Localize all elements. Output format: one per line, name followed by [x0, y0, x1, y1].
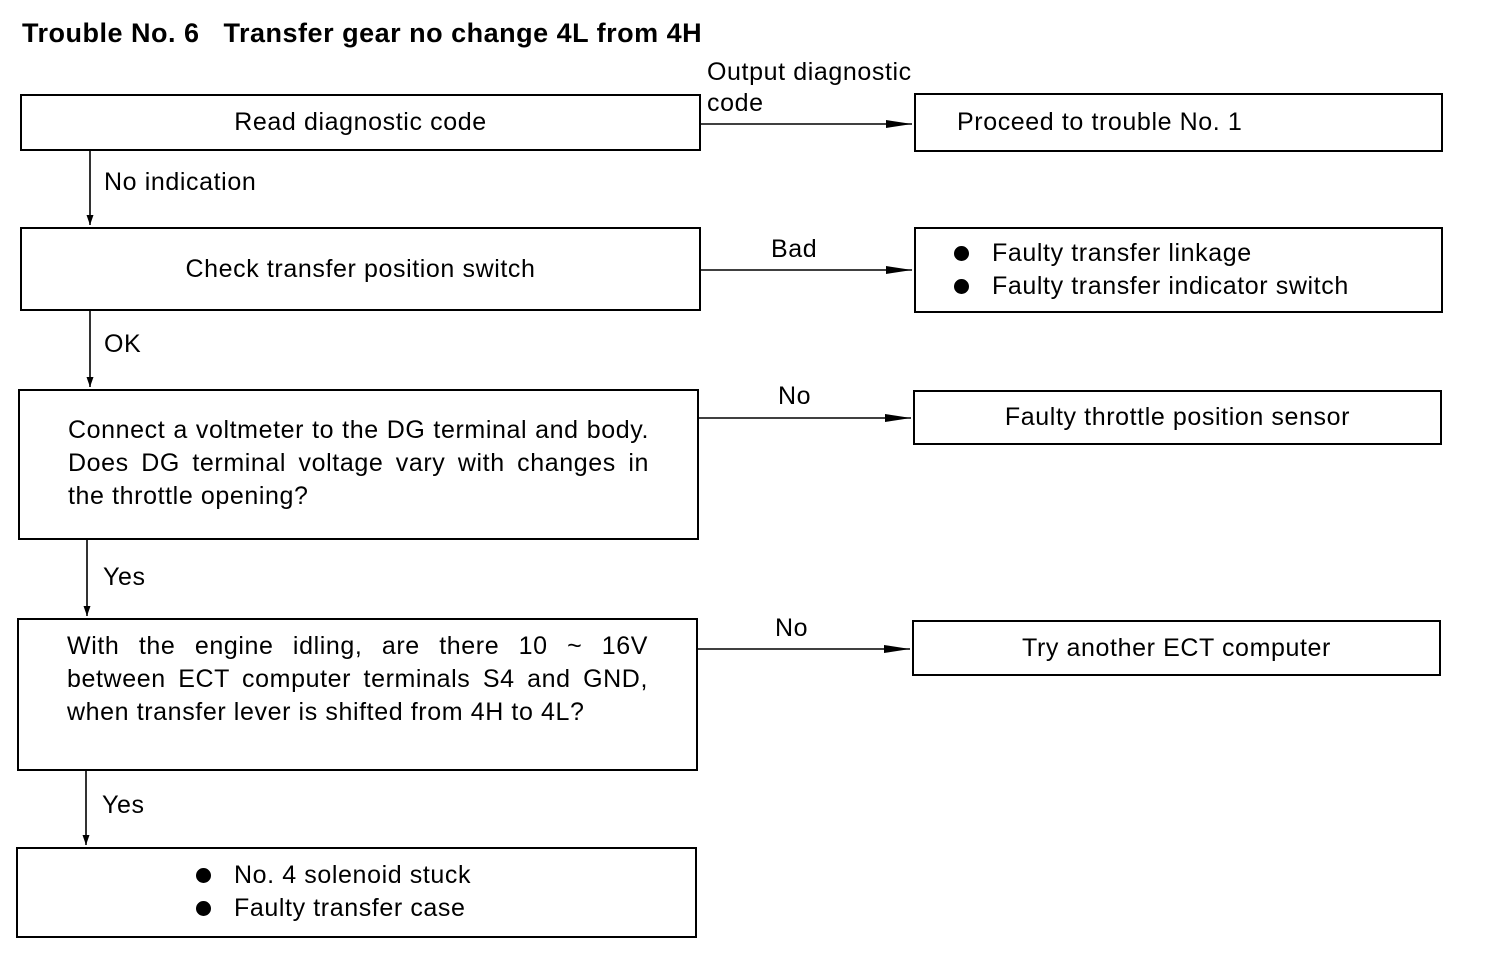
label-no-throttle: No [778, 382, 812, 410]
step-check-transfer-position-switch: Check transfer position switch [20, 227, 701, 311]
result-faulty-throttle-sensor: Faulty throttle position sensor [913, 390, 1442, 445]
result-faulty-linkage-or-switch: Faulty transfer linkage Faulty transfer … [914, 227, 1443, 313]
list-item: No. 4 solenoid stuck [196, 859, 695, 892]
label-yes-voltmeter: Yes [103, 563, 146, 591]
step-idling-voltage-check: With the engine idling, are there 10 ~ 1… [17, 618, 698, 771]
list-item: Faulty transfer case [196, 892, 695, 925]
result-solenoid-or-transfer-case: No. 4 solenoid stuck Faulty transfer cas… [16, 847, 697, 938]
list-item: Faulty transfer indicator switch [954, 270, 1441, 303]
label-ok: OK [104, 330, 142, 358]
list-item: Faulty transfer linkage [954, 237, 1441, 270]
result-proceed-trouble-1: Proceed to trouble No. 1 [914, 93, 1443, 152]
result-faulty-throttle-sensor-label: Faulty throttle position sensor [1004, 403, 1351, 431]
page-title: Trouble No. 6 Transfer gear no change 4L… [22, 18, 703, 48]
step-read-diagnostic-code: Read diagnostic code [20, 94, 701, 151]
step-read-diagnostic-code-label: Read diagnostic code [234, 108, 487, 136]
label-no-ect: No [775, 614, 809, 642]
step-voltmeter-check-text: Connect a voltmeter to the DG terminal a… [68, 416, 649, 510]
step-idling-voltage-check-text: With the engine idling, are there 10 ~ 1… [67, 632, 648, 726]
label-yes-idling: Yes [102, 791, 145, 819]
result-try-another-ect-computer: Try another ECT computer [912, 620, 1441, 676]
label-bad: Bad [771, 235, 818, 263]
result-proceed-trouble-1-label: Proceed to trouble No. 1 [957, 108, 1243, 136]
label-output-diagnostic-code: Output diagnostic code [707, 58, 912, 117]
step-check-transfer-position-switch-label: Check transfer position switch [185, 254, 536, 283]
result-try-another-ect-computer-label: Try another ECT computer [1022, 633, 1331, 662]
step-voltmeter-check: Connect a voltmeter to the DG terminal a… [18, 389, 699, 540]
label-no-indication: No indication [104, 168, 257, 196]
linkage-items-list: Faulty transfer linkage Faulty transfer … [954, 237, 1441, 303]
final-items-list: No. 4 solenoid stuck Faulty transfer cas… [196, 859, 695, 925]
